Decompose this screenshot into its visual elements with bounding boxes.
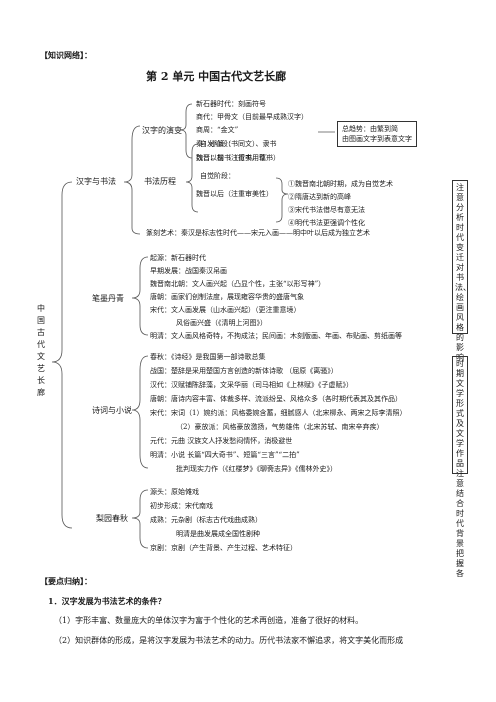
shufa-stage: 自觉阶段： [200,172,235,180]
branch-hanzi-shufa: 汉字与书法 [76,177,116,186]
opera-item: 成熟：元杂剧（标志古代戏曲成熟） [150,516,262,524]
hanzi-item: 商代：甲骨文（目前最早成熟汉字） [196,113,308,121]
summary-question: 1．汉字发展为书法艺术的条件？ [48,596,166,606]
hanzi-item: 新石器时代：刻画符号 [196,100,266,108]
trend-line: 总趋势：由繁到简 [342,125,398,133]
shufa-stage: 魏晋以后（注重审美性） [196,190,273,198]
section-tag-summary: 【要点归纳】： [40,576,92,586]
branch-poetry-novel: 诗词与小说 [92,406,132,415]
opera-item: 明清是曲发展成全国性剧种 [176,530,260,538]
trend-line: 由图画文字到表意文字 [342,135,412,143]
poetry-item: 战国：楚辞是采用楚国方言创造的新体诗歌 （屈原《离骚》） [150,367,338,375]
root-label: 中国古代文艺长廊 [37,304,45,397]
painting-item: 早期发展：战国秦汉帛画 [150,267,227,275]
seal-carving-text: 篆刻艺术：秦汉是标志性时代——宋元入画——明中叶以后成为独立艺术 [146,229,370,237]
painting-item: 明清：文人画风格奇特，不拘成法；民间画：木刻版画、年画、布贴画、剪纸画等 [150,332,402,340]
painting-item: 风俗画兴盛（《清明上河图》） [176,319,267,327]
shufa-period: ③宋代书法借尽有意无法 [288,206,365,214]
poetry-item: 唐朝：唐诗内容丰富、体裁多样、流派纷呈、风格众多（各时期代表其及其作品） [150,395,402,403]
shufa-period: ②隋唐达到新的高峰 [288,193,351,201]
shufa-period: ④明代书法更强调个性化 [288,219,365,227]
trend-box: 总趋势：由繁到简 由图画文字到表意文字 [337,121,417,147]
painting-item: 宋代：文人画发展（山水画兴起）（更注重意境） [150,306,301,314]
poetry-item: 批判现实力作（《红楼梦》《聊斋志异》《儒林外史》） [176,465,337,473]
poetry-item: 宋代：宋词（1）婉约派：风格委婉含蓄，细腻感人（北宋柳永、两宋之际李清照） [150,409,407,417]
painting-item: 唐朝：画家们创制法度，展现雍容华贵的盛唐气象 [150,293,304,301]
poetry-item: 汉代：汉赋铺陈辞藻，文采华丽（司马相如《上林赋》《子虚赋》） [150,381,353,389]
hanzi-item: 秦：小篆（书同文）、隶书 [196,140,277,148]
summary-paragraph: （2）知识群体的形成，是将汉字发展为书法艺术的动力。历代书法家不懈追求，将文字美… [54,636,404,645]
page-title: 第 2 单元 中国古代文艺长廊 [146,70,287,83]
note-box-influence: 注意分析时代变迁对书法、绘画风格的影响 [452,180,471,362]
hanzi-item: 魏晋：楷书（行书、草书） [196,154,280,162]
painting-item: 起源：新石器时代 [150,254,206,262]
hanzi-item: 商周：“金文” [196,126,239,134]
summary-paragraph: （1）字形丰富、数量庞大的单体汉字为富于个性化的艺术再创造，准备了很好的材料。 [54,616,364,625]
poetry-item: 春秋：《诗经》是我国第一部诗歌总集 [150,353,266,361]
shufa-stage: 魏晋以前（注重实用性） [196,154,273,162]
shufa-period: ①魏晋南北朝时期，成为自觉艺术 [288,180,393,188]
opera-item: 京剧：京剧（产生背景、产生过程、艺术特征） [150,544,297,552]
opera-item: 初步形成：宋代南戏 [150,502,213,510]
branch-painting: 笔墨丹青 [92,294,124,303]
hanzi-evolution-label: 汉字的演变 [142,126,182,135]
opera-item: 源头：原始傩戏 [150,488,199,496]
painting-item: 魏晋南北朝：文人画兴起（凸显个性，主张“以形写神”） [150,280,326,288]
section-tag-network: 【知识网络】： [40,50,92,60]
poetry-item: 元代：元曲 汉族文人抒发愁闷情怀，消极避世 [150,437,293,445]
calligraphy-history-label: 书法历程 [144,177,176,186]
poetry-item: （2）豪放派：风格豪放激扬，气势雄伟（北宋苏轼、南宋辛弃疾） [176,423,384,431]
poetry-item: 明清：小说 长篇“四大奇书”、短篇“三言”“二拍” [150,451,300,459]
shufa-stage: 自发阶段： [200,140,235,148]
branch-opera: 梨园春秋 [96,514,128,523]
note-box-context: 时期文学形式及文学作品注意结合时代背景把握各 [452,356,468,578]
